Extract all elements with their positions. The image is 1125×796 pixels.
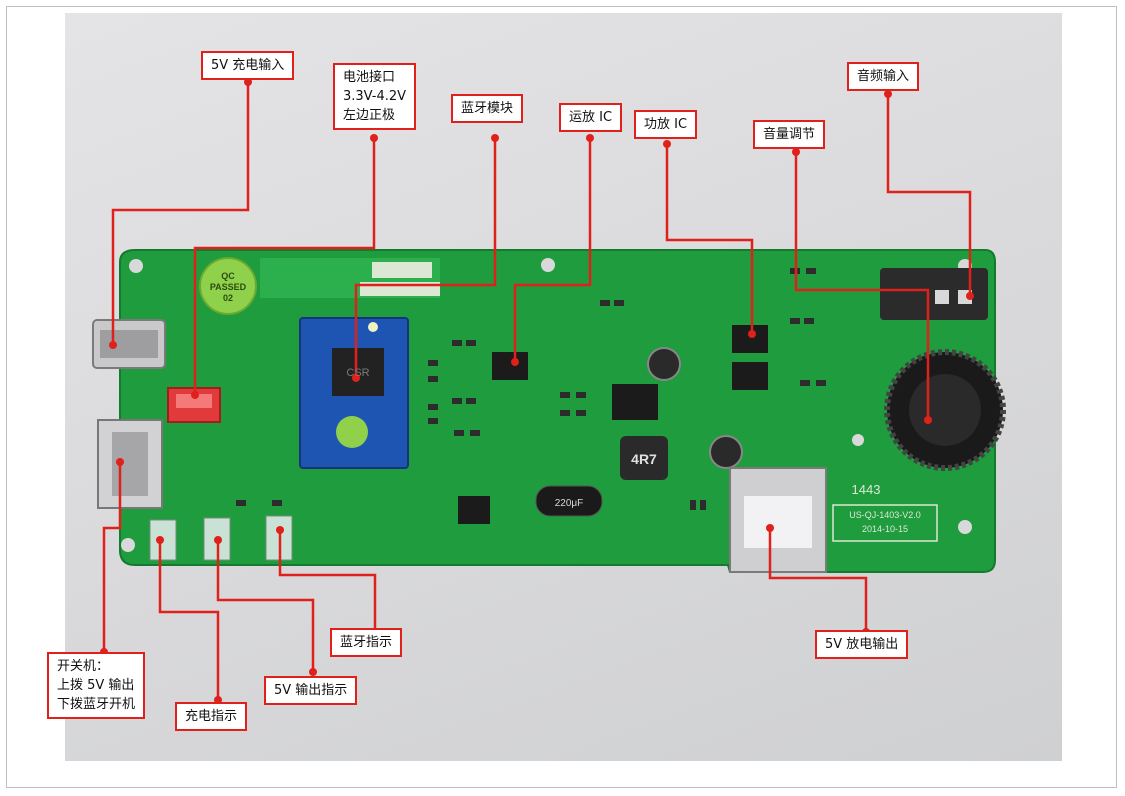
callout-charge-input-text: 5V 充电输入 [211, 58, 285, 73]
electrolytic-capacitor [535, 485, 603, 517]
inductor [620, 436, 668, 480]
qc-stamp-line1: QC [221, 271, 235, 281]
opamp-ic [492, 352, 528, 380]
qc-stamp-line2: PASSED [210, 282, 247, 292]
qc-passed-stamp [199, 257, 257, 315]
leader-battery [193, 138, 376, 395]
callout-bt-module-text: 蓝牙模块 [461, 101, 514, 116]
leader-volume [794, 152, 930, 420]
callout-opamp-ic: 运放 IC [559, 103, 623, 132]
capacitor-top [709, 435, 743, 469]
amp-ic [732, 325, 768, 353]
callout-charge-indicator: 充电指示 [175, 702, 248, 731]
version-box [832, 504, 938, 542]
callout-charge-indicator-text: 充电指示 [185, 709, 238, 724]
callout-audio-input: 音频输入 [847, 62, 920, 91]
mounting-hole [121, 538, 135, 552]
date-marking: 2014-10-15 [862, 524, 908, 534]
amp-ic [732, 362, 768, 390]
capacitor-marking: 220μF [555, 498, 584, 509]
callout-battery-line1: 电池接口 [343, 70, 396, 85]
callout-volume-text: 音量调节 [763, 127, 816, 142]
mounting-hole [852, 434, 864, 446]
leader-discharge [768, 528, 868, 632]
capacitor-top [647, 347, 681, 381]
leader-bt-indicator [278, 530, 377, 632]
callout-discharge-output-text: 5V 放电输出 [825, 637, 899, 652]
lot-marking: 1443 [852, 482, 881, 497]
leader-audio-input [886, 94, 972, 296]
callout-bt-module: 蓝牙模块 [451, 94, 524, 123]
callout-charge-input: 5V 充电输入 [201, 51, 295, 80]
qc-stamp-line3: 02 [223, 293, 233, 303]
callout-opamp-ic-text: 运放 IC [569, 110, 613, 125]
callout-volume: 音量调节 [753, 120, 826, 149]
leader-bt-module [354, 138, 497, 378]
bluetooth-chip [332, 348, 384, 396]
callout-switch-line3: 下拨蓝牙开机 [57, 697, 136, 712]
mounting-hole [958, 520, 972, 534]
bt-module-code: CSR [346, 367, 369, 379]
mounting-hole [541, 258, 555, 272]
callout-bt-indicator: 蓝牙指示 [330, 628, 403, 657]
leader-charge-indicator [158, 540, 220, 700]
leader-opamp [513, 138, 592, 362]
callout-battery-interface: 电池接口 3.3V-4.2V 左边正极 [333, 63, 417, 130]
callout-battery-line2: 3.3V-4.2V [343, 89, 407, 104]
callout-output-indicator-text: 5V 输出指示 [274, 683, 348, 698]
leader-output-indicator [216, 540, 315, 672]
callout-switch-line1: 开关机： [57, 659, 110, 674]
mounting-hole [129, 259, 143, 273]
callout-amp-ic: 功放 IC [634, 110, 698, 139]
callout-battery-line3: 左边正极 [343, 108, 396, 123]
callout-amp-ic-text: 功放 IC [644, 117, 688, 132]
inductor-marking: 4R7 [631, 451, 657, 467]
callout-discharge-output: 5V 放电输出 [815, 630, 909, 659]
callout-audio-input-text: 音频输入 [857, 69, 910, 84]
image-frame [6, 6, 1117, 788]
version-marking: US-QJ-1403-V2.0 [849, 510, 921, 520]
callout-switch-line2: 上拨 5V 输出 [57, 678, 135, 693]
leader-charge-input [111, 82, 250, 345]
leader-switch [102, 462, 122, 652]
callout-bt-indicator-text: 蓝牙指示 [340, 635, 393, 650]
leader-amp [665, 144, 754, 334]
callout-output-indicator: 5V 输出指示 [264, 676, 358, 705]
audio-jack [880, 268, 988, 320]
callout-power-switch: 开关机： 上拨 5V 输出 下拨蓝牙开机 [47, 652, 146, 719]
